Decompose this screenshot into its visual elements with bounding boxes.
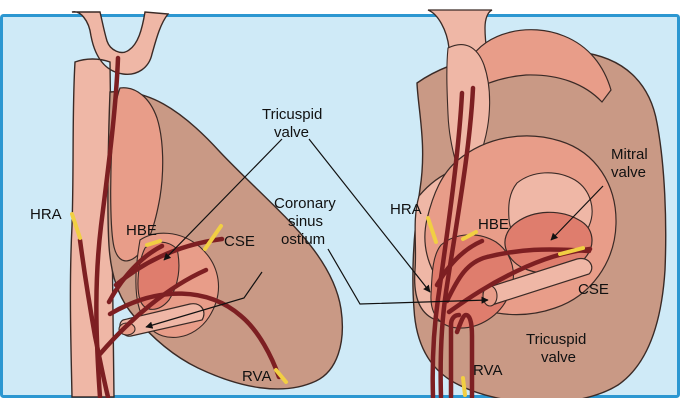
label-right-hra: HRA xyxy=(390,201,422,218)
label-right-hbe: HBE xyxy=(478,216,509,233)
label-left-cse: CSE xyxy=(224,233,255,250)
callout-coronary-line-1: Coronary xyxy=(274,195,336,212)
callout-mitral-line-1: Mitral xyxy=(611,146,648,163)
callout-tricuspid-top-line-1: Tricuspid xyxy=(262,106,322,123)
right-electrode-rva xyxy=(463,378,465,395)
callout-tricuspid-right-line-1: Tricuspid xyxy=(526,331,586,348)
label-right-rva: RVA xyxy=(473,362,502,379)
callout-coronary-line-3: ostium xyxy=(281,231,325,248)
label-right-cse: CSE xyxy=(578,281,609,298)
callout-coronary-line-2: sinus xyxy=(288,213,323,230)
label-left-hra: HRA xyxy=(30,206,62,223)
callout-tricuspid-top-line-2: valve xyxy=(274,124,309,141)
label-left-hbe: HBE xyxy=(126,222,157,239)
callout-tricuspid-right-line-2: valve xyxy=(541,349,576,366)
label-left-rva: RVA xyxy=(242,368,271,385)
callout-mitral-line-2: valve xyxy=(611,164,646,181)
